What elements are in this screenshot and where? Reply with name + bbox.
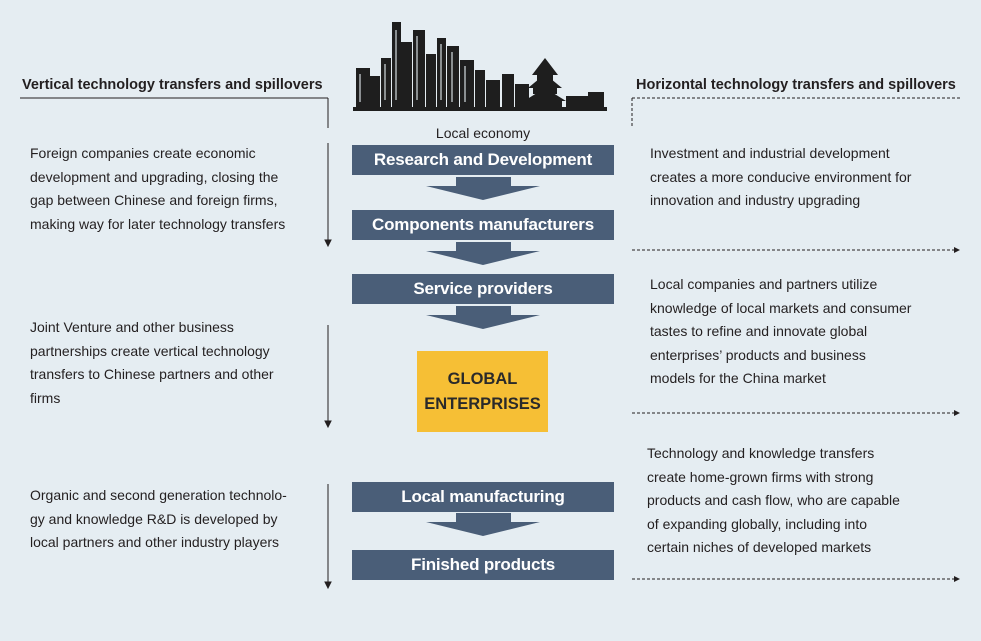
finished-products-box: Finished products bbox=[352, 550, 614, 580]
right-text-3: Technology and knowledge transfers creat… bbox=[647, 442, 900, 560]
text-line: partnerships create vertical technology bbox=[30, 342, 270, 359]
text-line: knowledge of local markets and consumer bbox=[650, 299, 912, 316]
global-enterprises-line2: ENTERPRISES bbox=[424, 394, 541, 413]
down-arrow-icon bbox=[426, 306, 540, 329]
components-manufacturers-box: Components manufacturers bbox=[352, 210, 614, 240]
text-line: products and cash flow, who are capable bbox=[647, 492, 900, 508]
global-enterprises-line1: GLOBAL bbox=[447, 369, 518, 388]
text-line: Joint Venture and other business bbox=[30, 319, 234, 335]
text-line: transfers to Chinese partners and other bbox=[30, 366, 274, 382]
text-line: Organic and second generation technolo- bbox=[30, 487, 287, 503]
down-arrow-icon bbox=[324, 239, 332, 248]
text-line: certain niches of developed markets bbox=[647, 539, 872, 555]
text-line: creates a more conducive environment for bbox=[650, 168, 912, 185]
down-arrow-icon bbox=[324, 581, 332, 590]
text-line: making way for later technology transfer… bbox=[30, 215, 286, 232]
text-line: tastes to refine and innovate global bbox=[650, 323, 868, 339]
city-skyline-icon bbox=[353, 22, 607, 111]
text-line: firms bbox=[30, 389, 61, 406]
right-text-2: Local companies and partners utilize kno… bbox=[650, 273, 911, 391]
right-text-1: Investment and industrial development cr… bbox=[650, 142, 911, 213]
horizontal-transfers-header: Horizontal technology transfers and spil… bbox=[636, 77, 956, 93]
text-line: Local companies and partners utilize bbox=[650, 276, 878, 292]
text-line: Investment and industrial development bbox=[650, 145, 890, 161]
global-enterprises-box: GLOBAL ENTERPRISES bbox=[417, 351, 548, 432]
text-line: enterprises’ products and business bbox=[650, 346, 866, 363]
text-line: gap between Chinese and foreign firms, bbox=[30, 192, 278, 208]
text-line: Technology and knowledge transfers bbox=[647, 445, 875, 461]
down-arrow-icon bbox=[426, 513, 540, 536]
text-line: of expanding globally, including into bbox=[647, 515, 868, 532]
right-header-bracket bbox=[631, 97, 960, 128]
text-line: innovation and industry upgrading bbox=[650, 192, 861, 208]
left-header-bracket bbox=[20, 97, 329, 128]
left-text-3: Organic and second generation technolo- … bbox=[30, 484, 287, 555]
left-text-1: Foreign companies create economic develo… bbox=[30, 142, 285, 236]
local-economy-caption: Local economy bbox=[435, 125, 531, 141]
text-line: Foreign companies create economic bbox=[30, 145, 256, 161]
research-development-box: Research and Development bbox=[352, 145, 614, 175]
text-line: gy and knowledge R&D is developed by bbox=[30, 510, 278, 527]
down-arrow-icon bbox=[426, 177, 540, 200]
local-manufacturing-box: Local manufacturing bbox=[352, 482, 614, 512]
text-line: models for the China market bbox=[650, 370, 826, 386]
text-line: create home-grown firms with strong bbox=[647, 468, 874, 485]
down-arrow-icon bbox=[324, 420, 332, 429]
vertical-transfers-header: Vertical technology transfers and spillo… bbox=[22, 77, 323, 93]
text-line: local partners and other industry player… bbox=[30, 534, 280, 550]
down-arrow-icon bbox=[426, 242, 540, 265]
service-providers-box: Service providers bbox=[352, 274, 614, 304]
left-text-2: Joint Venture and other business partner… bbox=[30, 316, 274, 410]
text-line: development and upgrading, closing the bbox=[30, 168, 279, 185]
